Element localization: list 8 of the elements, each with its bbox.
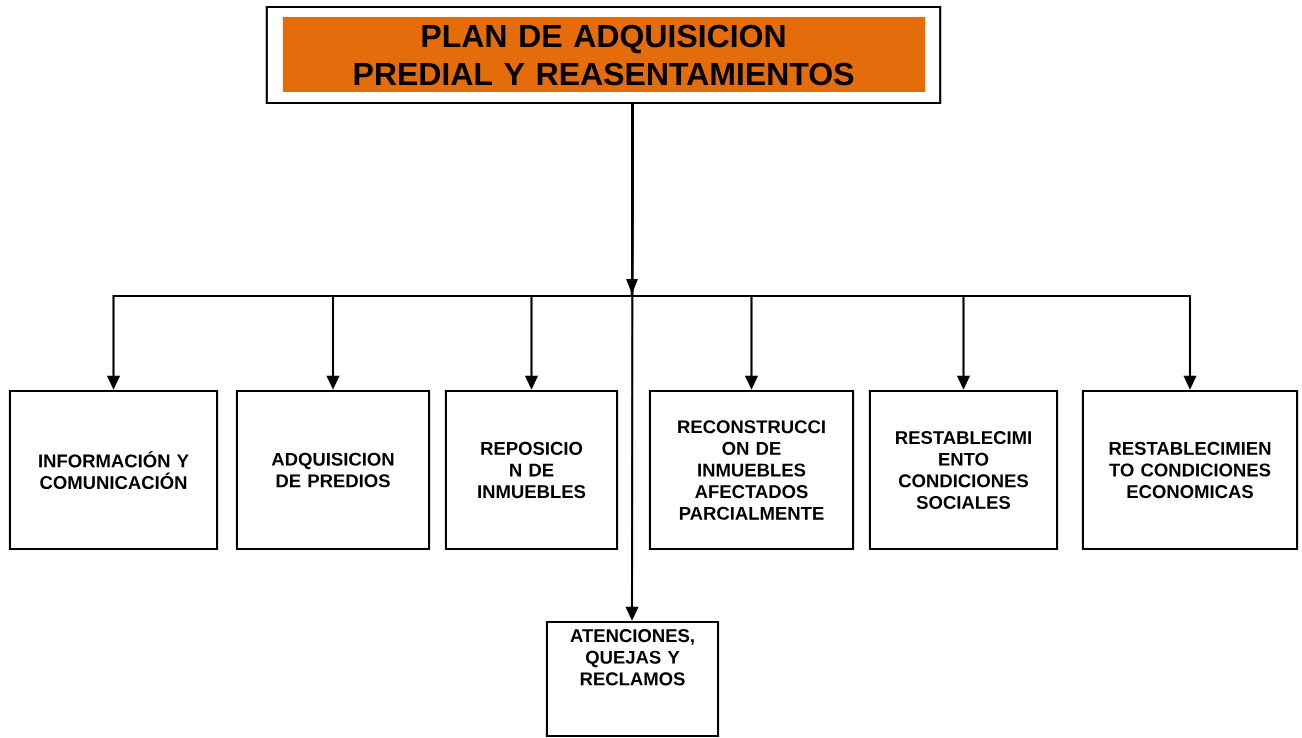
process-box: INFORMACIÓN Y COMUNICACIÓN [8, 389, 219, 551]
process-box: REPOSICIO N DE INMUEBLES [444, 389, 619, 551]
process-box: ADQUISICION DE PREDIOS [235, 389, 431, 551]
process-box: ATENCIONES, QUEJAS Y RECLAMOS [545, 620, 720, 738]
process-box: RESTABLECIMIEN TO CONDICIONES ECONOMICAS [1081, 389, 1299, 551]
process-box: RECONSTRUCCI ON DE INMUEBLES AFECTADOS PARCIALMENTE [648, 389, 855, 551]
process-box: RESTABLECIMI ENTO CONDICIONES SOCIALES [868, 389, 1059, 551]
title-box: PLAN DE ADQUISICION PREDIAL Y REASENTAMIENTOS [265, 5, 942, 105]
